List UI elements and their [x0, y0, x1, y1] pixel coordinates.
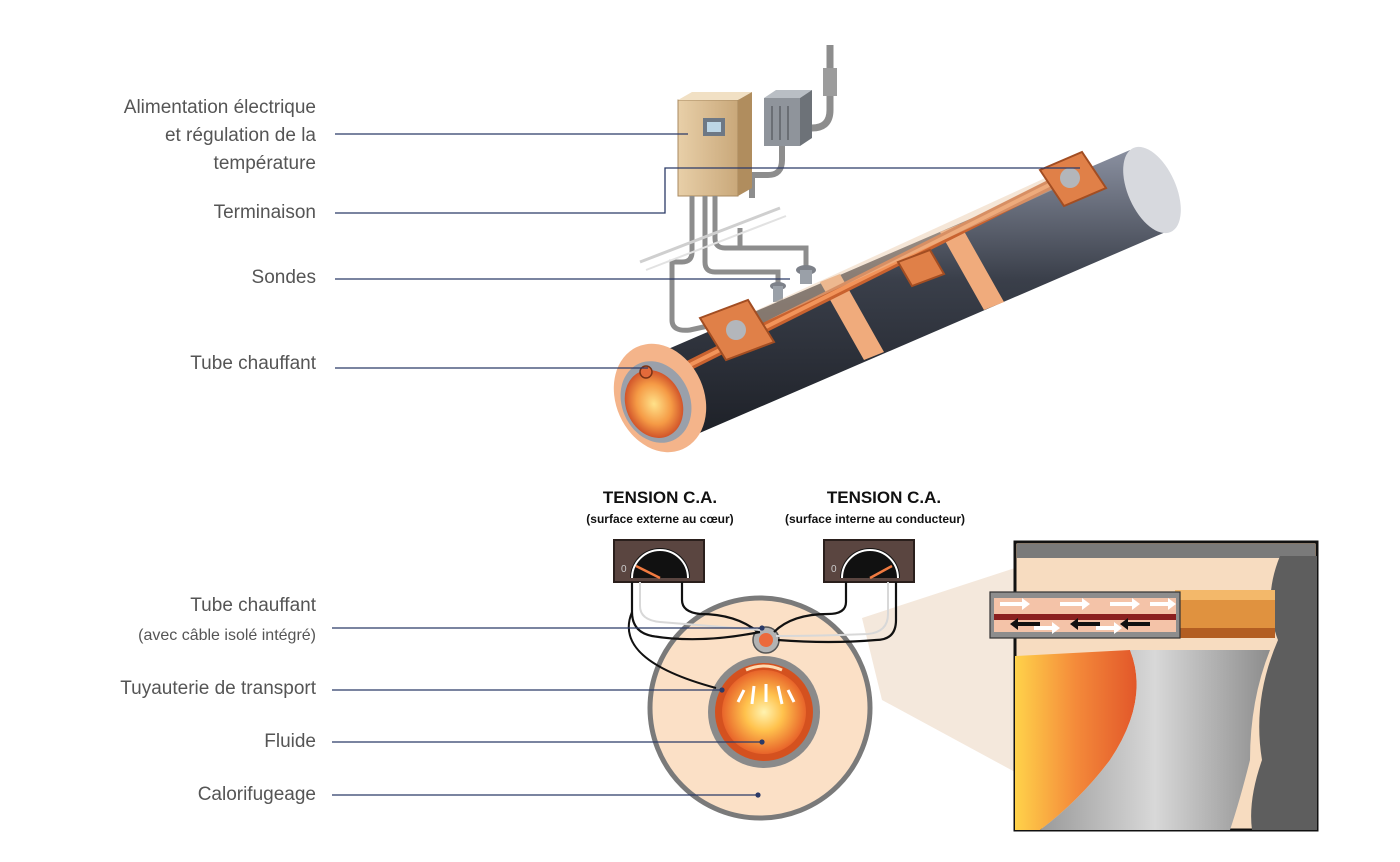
leader-termination: [335, 167, 1080, 214]
gauge-left-subtitle: (surface externe au cœur): [586, 512, 734, 526]
label-fluid: Fluide: [264, 731, 316, 752]
sensor-junction: [698, 298, 776, 362]
heat-arrow: [776, 685, 784, 705]
pipe-illustration: [613, 45, 1181, 453]
heat-arrow: [786, 689, 796, 703]
label-heating-tube-note: (avec câble isolé intégré): [138, 627, 316, 644]
gauge-zero-label: 0: [621, 564, 627, 575]
gauge-needle: [869, 564, 893, 580]
label-termination: Terminaison: [213, 202, 316, 223]
label-power-line-3: température: [213, 153, 316, 174]
label-power-line-1: Alimentation électrique: [123, 97, 316, 118]
pipe-cut-end: [613, 343, 707, 453]
bottom-leader-lines: [332, 627, 762, 796]
top-leader-lines: [335, 133, 1080, 369]
magnified-detail: [989, 540, 1319, 832]
label-heating-tube-top: Tube chauffant: [190, 353, 316, 374]
leader-dot: [759, 739, 765, 745]
termination-box: [1038, 150, 1108, 208]
probes: [770, 265, 816, 302]
leader-dot: [755, 792, 761, 798]
junction-box: [764, 90, 812, 146]
gauge-needle: [635, 564, 661, 580]
label-probes: Sondes: [251, 267, 316, 288]
gauge-right: 0: [823, 539, 915, 583]
gauge-zero-label: 0: [831, 564, 837, 575]
label-transport-pipe: Tuyauterie de transport: [120, 678, 316, 699]
heat-arrow: [736, 689, 746, 703]
cross-section: [647, 595, 873, 821]
gauge-right-title: TENSION C.A.: [826, 488, 942, 507]
label-power-line-2: et régulation de la: [164, 125, 316, 146]
gauge-wires: [627, 582, 898, 689]
gauge-left-title: TENSION C.A.: [602, 488, 718, 507]
gauge-left: 0: [613, 539, 705, 583]
leader-dot: [759, 625, 765, 631]
label-heating-tube-bottom: Tube chauffant: [190, 595, 316, 616]
label-insulation: Calorifugeage: [197, 784, 316, 805]
leader-dot: [719, 687, 725, 693]
control-panel: [677, 92, 752, 197]
label-power-supply: Alimentation électrique et régulation de…: [40, 94, 316, 178]
gauge-right-subtitle: (surface interne au conducteur): [784, 512, 966, 526]
magnifier-band: [862, 568, 1015, 772]
heat-arrow: [750, 685, 756, 705]
